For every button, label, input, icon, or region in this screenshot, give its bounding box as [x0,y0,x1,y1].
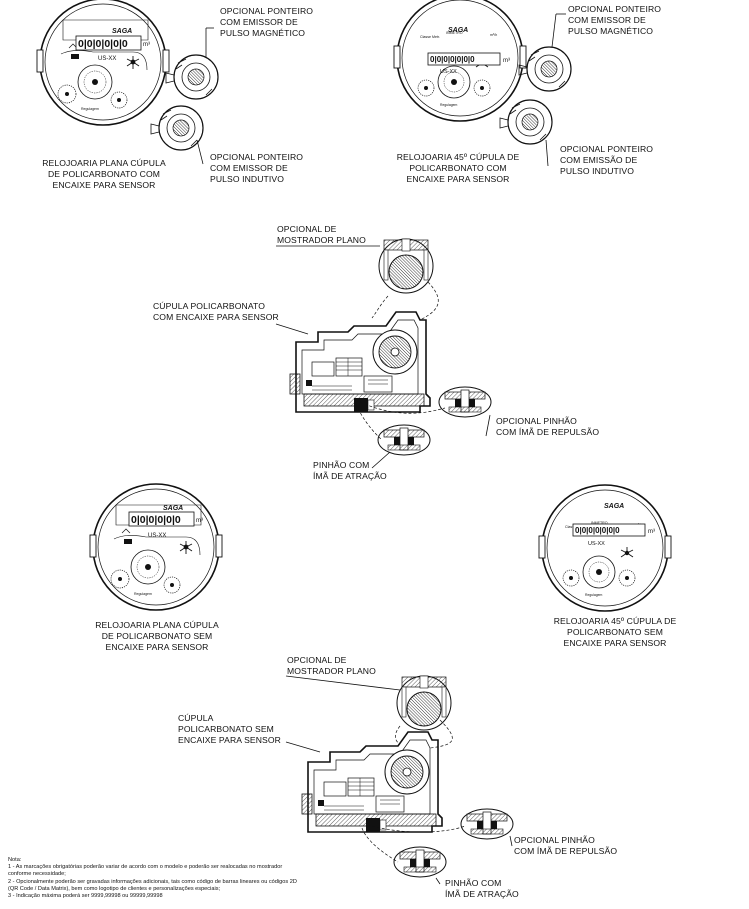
cross-section-without-sensor [285,675,514,885]
counter-digits: 0|0|0|0|0|0|0 [575,526,620,535]
mid-right-45-dial: 0|0|0|0|0|0|0 m³ SAGA US-XX [538,484,672,612]
counter-digits: 0|0|0|0|0|0 [131,514,181,526]
brand-logo: SAGA [112,28,132,35]
counter-digits: 0|0|0|0|0|0 [78,38,128,50]
note-line: 1 - As marcações obrigatórias poderão va… [8,864,283,871]
flat-display-detail [378,238,434,294]
note-line: 2 - Opcionalmente poderão ser gravadas i… [8,878,297,885]
flat-display-detail [396,675,452,731]
unit-label: m³ [648,529,655,535]
notes-title: Nota: [8,857,22,863]
counter-window [427,52,501,66]
model-label: US-XX [98,56,116,62]
top-right-45-dial: 0|0|0|0|0|0|0 m³ SAGA US-XX [393,0,572,167]
magnetic-pulse-sensor [518,46,572,92]
note-line: (QR Code / Data Matrix), bem como logoti… [8,885,221,892]
inductive-pulse-sensor [150,105,204,151]
inductive-pulse-sensor [499,99,553,145]
model-label: US-XX [440,69,457,75]
unit-label: m³ [503,58,510,64]
counter-window [75,35,142,51]
leader-line [196,139,204,165]
repulsion-pinion-detail [460,808,514,840]
brand-logo: SAGA [448,27,468,34]
brand-logo: SAGA [163,505,183,512]
unit-label: m³ [143,42,150,48]
attraction-pinion-detail [393,846,447,878]
counter-window [128,511,195,527]
attraction-pinion-detail [377,424,431,456]
note-line: 3 - Indicação máxima poderá ser 9999,999… [8,893,163,900]
counter-window [572,523,646,537]
notes-block: Nota: 1 - As marcações obrigatórias pode… [8,857,297,900]
model-label: US-XX [148,533,166,539]
unit-label: m³ [196,518,203,524]
magnetic-pulse-sensor [165,54,219,100]
repulsion-pinion-detail [438,386,492,418]
counter-digits: 0|0|0|0|0|0|0 [430,55,475,64]
model-label: US-XX [588,541,605,547]
cross-section-with-sensor [275,238,492,469]
brand-logo: SAGA [604,503,624,510]
top-left-flat-dial: 0|0|0|0|0|0 m³ SAGA US-XX [36,0,219,165]
mid-left-flat-dial: 0|0|0|0|0|0 m³ SAGA US-XX [89,483,223,611]
note-line: conforme necessidade; [8,871,66,878]
